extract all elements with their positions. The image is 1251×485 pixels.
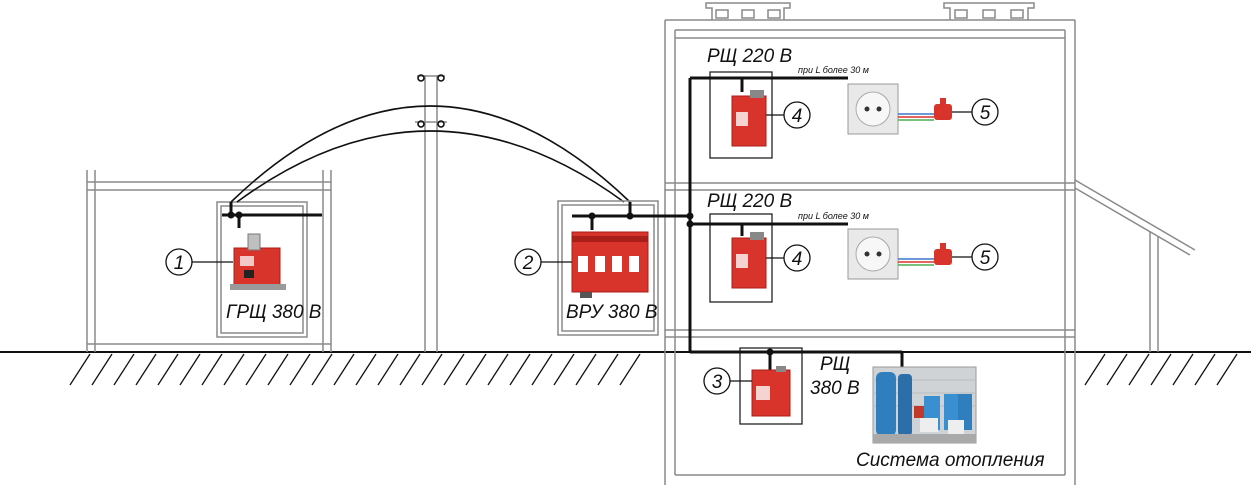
substation-building (86, 170, 332, 352)
rsch-mid-surge-device (731, 232, 767, 289)
ground-hatch-line (465, 353, 487, 386)
ground-hatch-line (245, 353, 267, 386)
ground-hatch-line (223, 353, 245, 386)
callout-4-top: 4 (792, 106, 803, 127)
ground-hatch-line (1106, 353, 1128, 386)
ground-hatch-line (443, 353, 465, 386)
cable-note-top: при L более 30 м (798, 65, 869, 75)
callout-leaders (192, 111, 972, 382)
vru-cabinet (557, 200, 659, 336)
junction-dots (227, 211, 774, 356)
rsch-top-surge-device (731, 90, 767, 147)
grsch-label: ГРЩ 380 В (226, 302, 322, 323)
ground-hatch-line (509, 353, 531, 386)
callout-4-mid: 4 (792, 249, 803, 270)
callout-2: 2 (522, 253, 534, 274)
ground-hatch-line (1128, 353, 1150, 386)
ground-hatch-line (421, 353, 443, 386)
rsch-bottom-label-line2: 380 В (810, 378, 860, 399)
utility-pole (415, 75, 447, 352)
socket-top (847, 83, 899, 135)
plug-protector-top (898, 98, 952, 121)
callout-circles (165, 98, 999, 395)
heating-system-label: Система отопления (856, 450, 1045, 471)
house (664, 2, 1196, 485)
ground-hatch-line (553, 353, 575, 386)
vru-label: ВРУ 380 В (566, 302, 658, 323)
callout-5-mid: 5 (980, 248, 991, 269)
ground-hatch-line (355, 353, 377, 386)
rsch-top-label: РЩ 220 В (707, 46, 792, 67)
ground-hatch-line (597, 353, 619, 386)
plug-protector-mid (898, 243, 952, 266)
cable-note-mid: при L более 30 м (798, 211, 869, 221)
rsch-mid-label: РЩ 220 В (707, 191, 792, 212)
ground-hatch-line (289, 353, 311, 386)
ground-hatch-line (1194, 353, 1216, 386)
rsch-bottom-surge-device (751, 366, 791, 417)
ground-hatch-line (333, 353, 355, 386)
ground-hatch-line (1084, 353, 1106, 386)
rsch-bottom-label-line1: РЩ (820, 354, 850, 375)
overhead-wires (230, 74, 631, 203)
ground-hatch-line (69, 353, 91, 386)
socket-mid (847, 228, 899, 280)
ground-hatch-line (91, 353, 113, 386)
ground (0, 351, 1251, 386)
ground-hatch-line (487, 353, 509, 386)
vru-surge-device (571, 231, 649, 298)
ground-hatch-line (1150, 353, 1172, 386)
callout-1: 1 (174, 253, 185, 274)
ground-hatch-line (619, 353, 641, 386)
ground-hatch-line (1216, 353, 1238, 386)
ground-hatch-line (201, 353, 223, 386)
ground-hatch-line (1172, 353, 1194, 386)
ground-hatch-line (575, 353, 597, 386)
ground-hatch-line (311, 353, 333, 386)
ground-hatch-line (179, 353, 201, 386)
ground-hatch-line (399, 353, 421, 386)
ground-hatch-line (267, 353, 289, 386)
ground-hatch-line (157, 353, 179, 386)
callout-3: 3 (712, 372, 723, 393)
ground-hatch-line (377, 353, 399, 386)
ground-hatch-line (531, 353, 553, 386)
heating-system-photo (872, 366, 977, 444)
grsch-surge-device (230, 233, 286, 290)
ground-hatch-line (113, 353, 135, 386)
callout-5-top: 5 (980, 103, 991, 124)
ground-hatch-line (135, 353, 157, 386)
